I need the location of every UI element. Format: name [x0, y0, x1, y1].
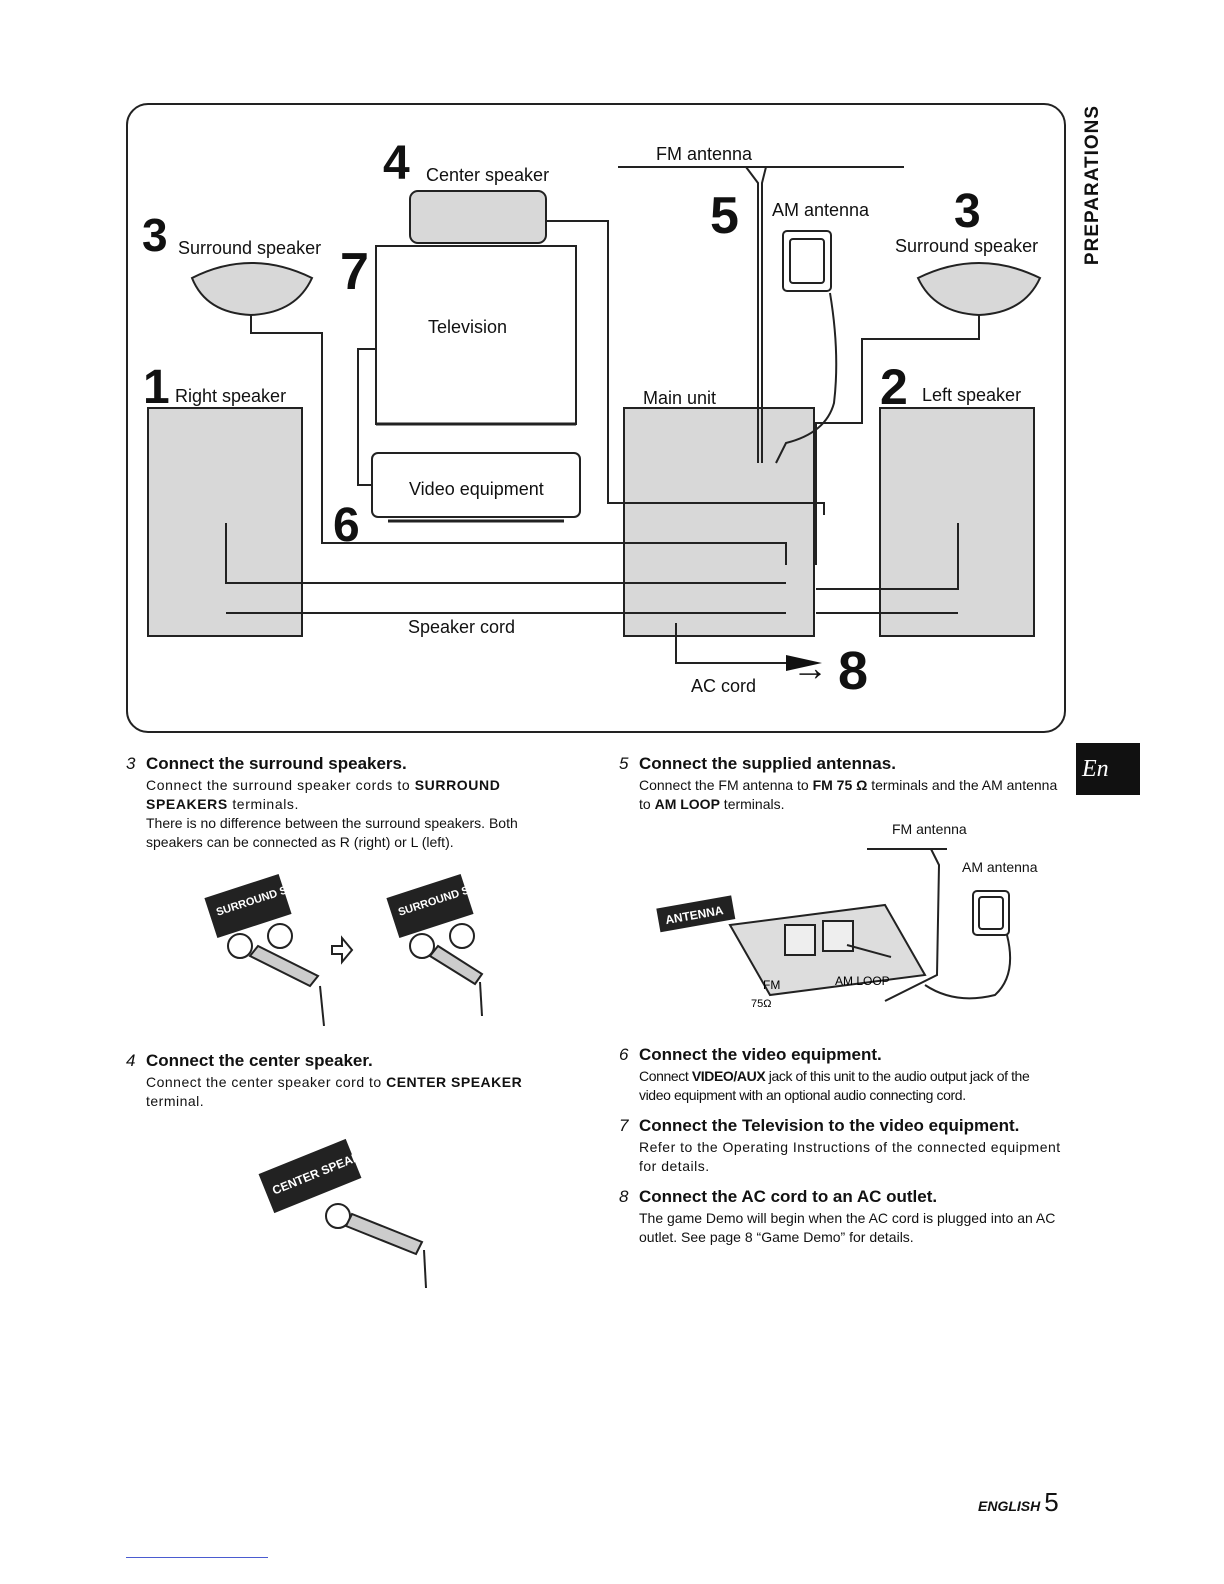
step-3-heading: 3 Connect the surround speakers.	[126, 754, 568, 774]
diagram-step-2: 2	[880, 359, 908, 415]
ac-arrow-head	[786, 655, 822, 671]
step-7-text: Refer to the Operating Instructions of t…	[639, 1139, 1061, 1174]
step-4-heading: 4 Connect the center speaker.	[126, 1051, 568, 1071]
step-8-text: The game Demo will begin when the AC cor…	[639, 1210, 1056, 1245]
step-5-number: 5	[619, 754, 629, 773]
connection-diagram	[126, 103, 1066, 733]
section-tab-label: PREPARATIONS	[1082, 104, 1103, 266]
right-speaker-shape	[147, 407, 303, 637]
television-label: Television	[428, 317, 508, 337]
fig5-fm-antenna-label: FM antenna	[892, 821, 967, 837]
step-6-title: Connect the video equipment.	[639, 1045, 882, 1064]
diagram-step-4: 4	[383, 137, 410, 190]
diagram-step-7: 7	[340, 243, 369, 301]
am-antenna-shape	[782, 230, 832, 292]
diagram-step-3-left: 3	[142, 209, 168, 261]
center-speaker-shape	[409, 190, 547, 244]
center-terminal-figure: CENTER SPEAKER	[258, 1138, 427, 1289]
diagram-step-5: 5	[710, 187, 739, 245]
surround-speaker-left-shape	[916, 262, 1042, 317]
footer-language: ENGLISH	[978, 1498, 1041, 1514]
step-3-title: Connect the surround speakers.	[146, 754, 407, 773]
television-shape	[375, 245, 577, 425]
svg-text:AM LOOP: AM LOOP	[835, 974, 890, 988]
am-antenna-label: AM antenna	[772, 200, 870, 220]
step-8-title: Connect the AC cord to an AC outlet.	[639, 1187, 938, 1206]
step-5-heading: 5 Connect the supplied antennas.	[619, 754, 1061, 774]
page-number: 5	[1044, 1487, 1059, 1517]
step-3-number: 3	[126, 754, 136, 773]
step-4: 4 Connect the center speaker. Connect the…	[126, 1051, 568, 1111]
ac-cord-arrow: →	[792, 647, 828, 688]
surround-speaker-label-left: Surround speaker	[178, 238, 322, 258]
step-4-number: 4	[126, 1051, 136, 1070]
footer-rule	[126, 1557, 268, 1558]
diagram-step-6: 6	[333, 499, 360, 552]
step-5: 5 Connect the supplied antennas. Connect …	[619, 754, 1061, 814]
step-3-text-2: There is no difference between the surro…	[146, 815, 518, 850]
video-equipment-label: Video equipment	[409, 479, 544, 499]
diagram-step-8: 8	[838, 641, 869, 701]
step-6-number: 6	[619, 1045, 629, 1064]
step-8-number: 8	[619, 1187, 629, 1206]
step-7-number: 7	[619, 1116, 629, 1135]
step-5-text: Connect the FM antenna to FM 75 Ω termin…	[639, 777, 1058, 812]
main-unit-shape	[623, 407, 815, 637]
step-7-title: Connect the Television to the video equi…	[639, 1116, 1020, 1135]
center-speaker-label: Center speaker	[426, 165, 550, 185]
right-speaker-label: Right speaker	[175, 386, 287, 406]
section-tab: PREPARATIONS	[1078, 100, 1108, 270]
antenna-terminal-figure: ANTENNA FM 75Ω AM LOOP	[656, 848, 1012, 1010]
svg-text:FM: FM	[763, 978, 780, 992]
speaker-cord-label: Speaker cord	[408, 617, 516, 637]
left-speaker-label: Left speaker	[922, 385, 1022, 405]
surround-terminal-figure: SURROUND SPEAKERS SURROUND SPEAKERS	[204, 868, 500, 1026]
ac-cord-label: AC cord	[691, 676, 757, 696]
svg-text:75Ω: 75Ω	[751, 998, 771, 1010]
step-4-text: Connect the center speaker cord to CENTE…	[146, 1074, 523, 1109]
step-5-title: Connect the supplied antennas.	[639, 754, 896, 773]
step-3-text-1: Connect the surround speaker cords to SU…	[146, 777, 501, 812]
surround-speaker-label-right: Surround speaker	[895, 236, 1039, 256]
main-unit-label: Main unit	[643, 388, 717, 408]
connection-diagram-art	[147, 166, 1042, 671]
left-speaker-shape	[879, 407, 1035, 637]
fm-antenna-label: FM antenna	[656, 144, 753, 164]
diagram-step-3-right: 3	[954, 185, 981, 238]
diagram-step-1: 1	[143, 361, 170, 414]
fig5-am-antenna-label: AM antenna	[962, 859, 1038, 875]
step-4-title: Connect the center speaker.	[146, 1051, 373, 1070]
step-6-text: Connect VIDEO/AUX jack of this unit to t…	[639, 1068, 1030, 1103]
step-7: 7 Connect the Television to the video equ…	[619, 1116, 1061, 1176]
language-badge: En	[1076, 743, 1140, 795]
step-8: 8 Connect the AC cord to an AC outlet. Th…	[619, 1187, 1061, 1247]
step-8-heading: 8 Connect the AC cord to an AC outlet.	[619, 1187, 1061, 1207]
surround-speaker-right-shape	[190, 262, 314, 317]
step-6: 6 Connect the video equipment. Connect VI…	[619, 1045, 1061, 1105]
step-7-heading: 7 Connect the Television to the video equ…	[619, 1116, 1061, 1136]
step-3: 3 Connect the surround speakers. Connect …	[126, 754, 568, 852]
step-6-heading: 6 Connect the video equipment.	[619, 1045, 1061, 1065]
